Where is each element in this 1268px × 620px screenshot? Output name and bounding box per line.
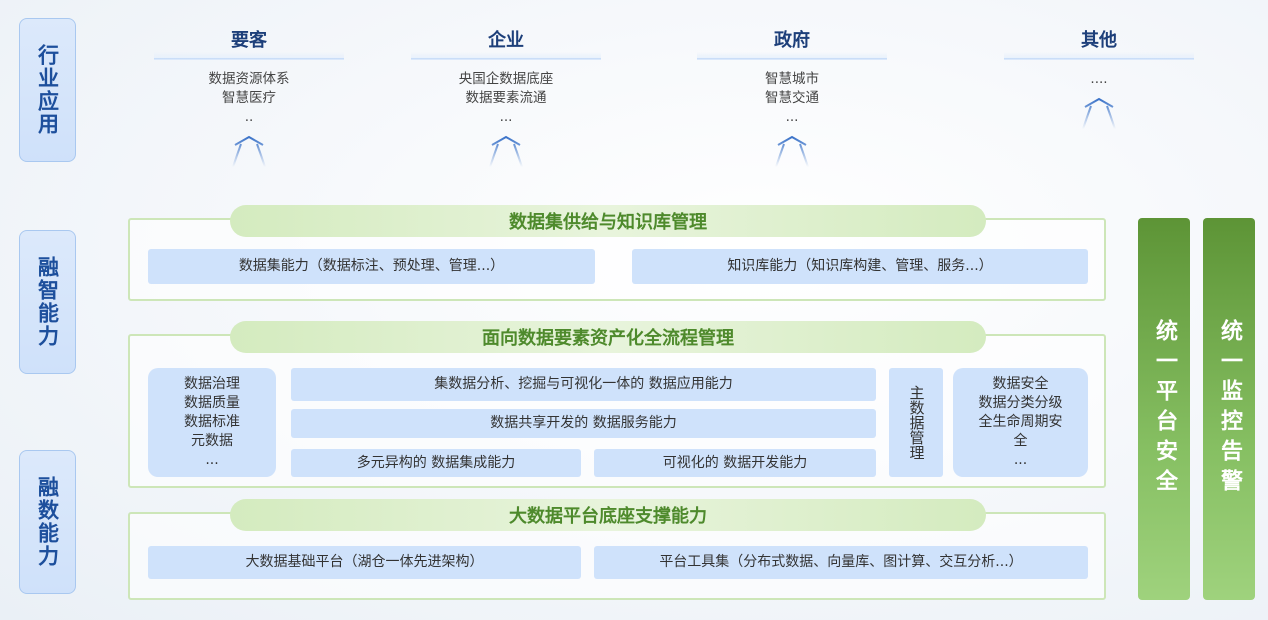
data-development-capability: 可视化的 数据开发能力 bbox=[594, 449, 876, 477]
industry-line: 智慧城市 bbox=[765, 71, 819, 87]
classification-item: 数据分类分级 bbox=[978, 395, 1063, 411]
data-service-capability: 数据共享开发的 数据服务能力 bbox=[291, 409, 876, 438]
section-title-bigdata-platform: 大数据平台底座支撑能力 bbox=[230, 499, 986, 531]
label-smart-capability: 融智能力 bbox=[19, 230, 76, 374]
standard-item: 数据标准 bbox=[184, 414, 240, 430]
security-box: 数据安全数据分类分级全生命周期安全... bbox=[953, 368, 1088, 477]
governance-item: 数据治理 bbox=[184, 376, 240, 392]
industry-line: ... bbox=[499, 109, 513, 125]
master-data-management: 主数据管理 bbox=[889, 368, 943, 477]
data-application-capability: 集数据分析、挖掘与可视化一体的 数据应用能力 bbox=[291, 368, 876, 401]
up-arrow-icon bbox=[489, 135, 523, 168]
industry-column: 政府智慧城市智慧交通... bbox=[697, 26, 887, 171]
bigdata-base-platform: 大数据基础平台（湖仓一体先进架构） bbox=[148, 546, 581, 579]
more-item: ... bbox=[1013, 452, 1028, 468]
industry-line: 央国企数据底座 bbox=[458, 71, 554, 87]
industry-line: 数据要素流通 bbox=[465, 90, 547, 106]
unified-monitoring-alert: 统一监控告警 bbox=[1203, 218, 1255, 600]
industry-line: 数据资源体系 bbox=[208, 71, 290, 87]
lifecycle-item: 全生命周期安 bbox=[978, 414, 1063, 430]
quality-item: 数据质量 bbox=[184, 395, 240, 411]
industry-title: 其他 bbox=[1081, 30, 1117, 51]
trapezoid-divider bbox=[154, 52, 344, 60]
industry-line: .... bbox=[1090, 71, 1108, 87]
industry-line: .. bbox=[244, 109, 254, 125]
data-integration-capability: 多元异构的 数据集成能力 bbox=[291, 449, 581, 477]
industry-line: 智慧医疗 bbox=[222, 90, 276, 106]
industry-line: ... bbox=[785, 109, 799, 125]
unified-platform-security: 统一平台安全 bbox=[1138, 218, 1190, 600]
section-title-data-asset: 面向数据要素资产化全流程管理 bbox=[230, 321, 986, 353]
industry-title: 要客 bbox=[231, 30, 267, 51]
trapezoid-divider bbox=[697, 52, 887, 60]
dataset-capability: 数据集能力（数据标注、预处理、管理...） bbox=[148, 249, 595, 284]
label-industry-application: 行业应用 bbox=[19, 18, 76, 162]
up-arrow-icon bbox=[775, 135, 809, 168]
label-data-capability: 融数能力 bbox=[19, 450, 76, 594]
knowledge-base-capability: 知识库能力（知识库构建、管理、服务...） bbox=[632, 249, 1088, 284]
platform-toolset: 平台工具集（分布式数据、向量库、图计算、交互分析...） bbox=[594, 546, 1088, 579]
industry-column: 企业央国企数据底座数据要素流通... bbox=[411, 26, 601, 171]
industry-line: 智慧交通 bbox=[765, 90, 819, 106]
trapezoid-divider bbox=[1004, 52, 1194, 60]
section-title-dataset-knowledge: 数据集供给与知识库管理 bbox=[230, 205, 986, 237]
industry-title: 政府 bbox=[774, 30, 810, 51]
up-arrow-icon bbox=[1082, 97, 1116, 130]
industry-title: 企业 bbox=[488, 30, 524, 51]
industry-column: 要客数据资源体系智慧医疗.. bbox=[154, 26, 344, 171]
industry-column: 其他.... bbox=[1004, 26, 1194, 133]
metadata-item: 元数据 bbox=[191, 433, 233, 449]
governance-box: 数据治理数据质量数据标准元数据... bbox=[148, 368, 276, 477]
security-item: 数据安全 bbox=[992, 376, 1049, 392]
more-item: ... bbox=[205, 452, 219, 468]
trapezoid-divider bbox=[411, 52, 601, 60]
lifecycle-item-cont: 全 bbox=[1013, 433, 1028, 449]
up-arrow-icon bbox=[232, 135, 266, 168]
